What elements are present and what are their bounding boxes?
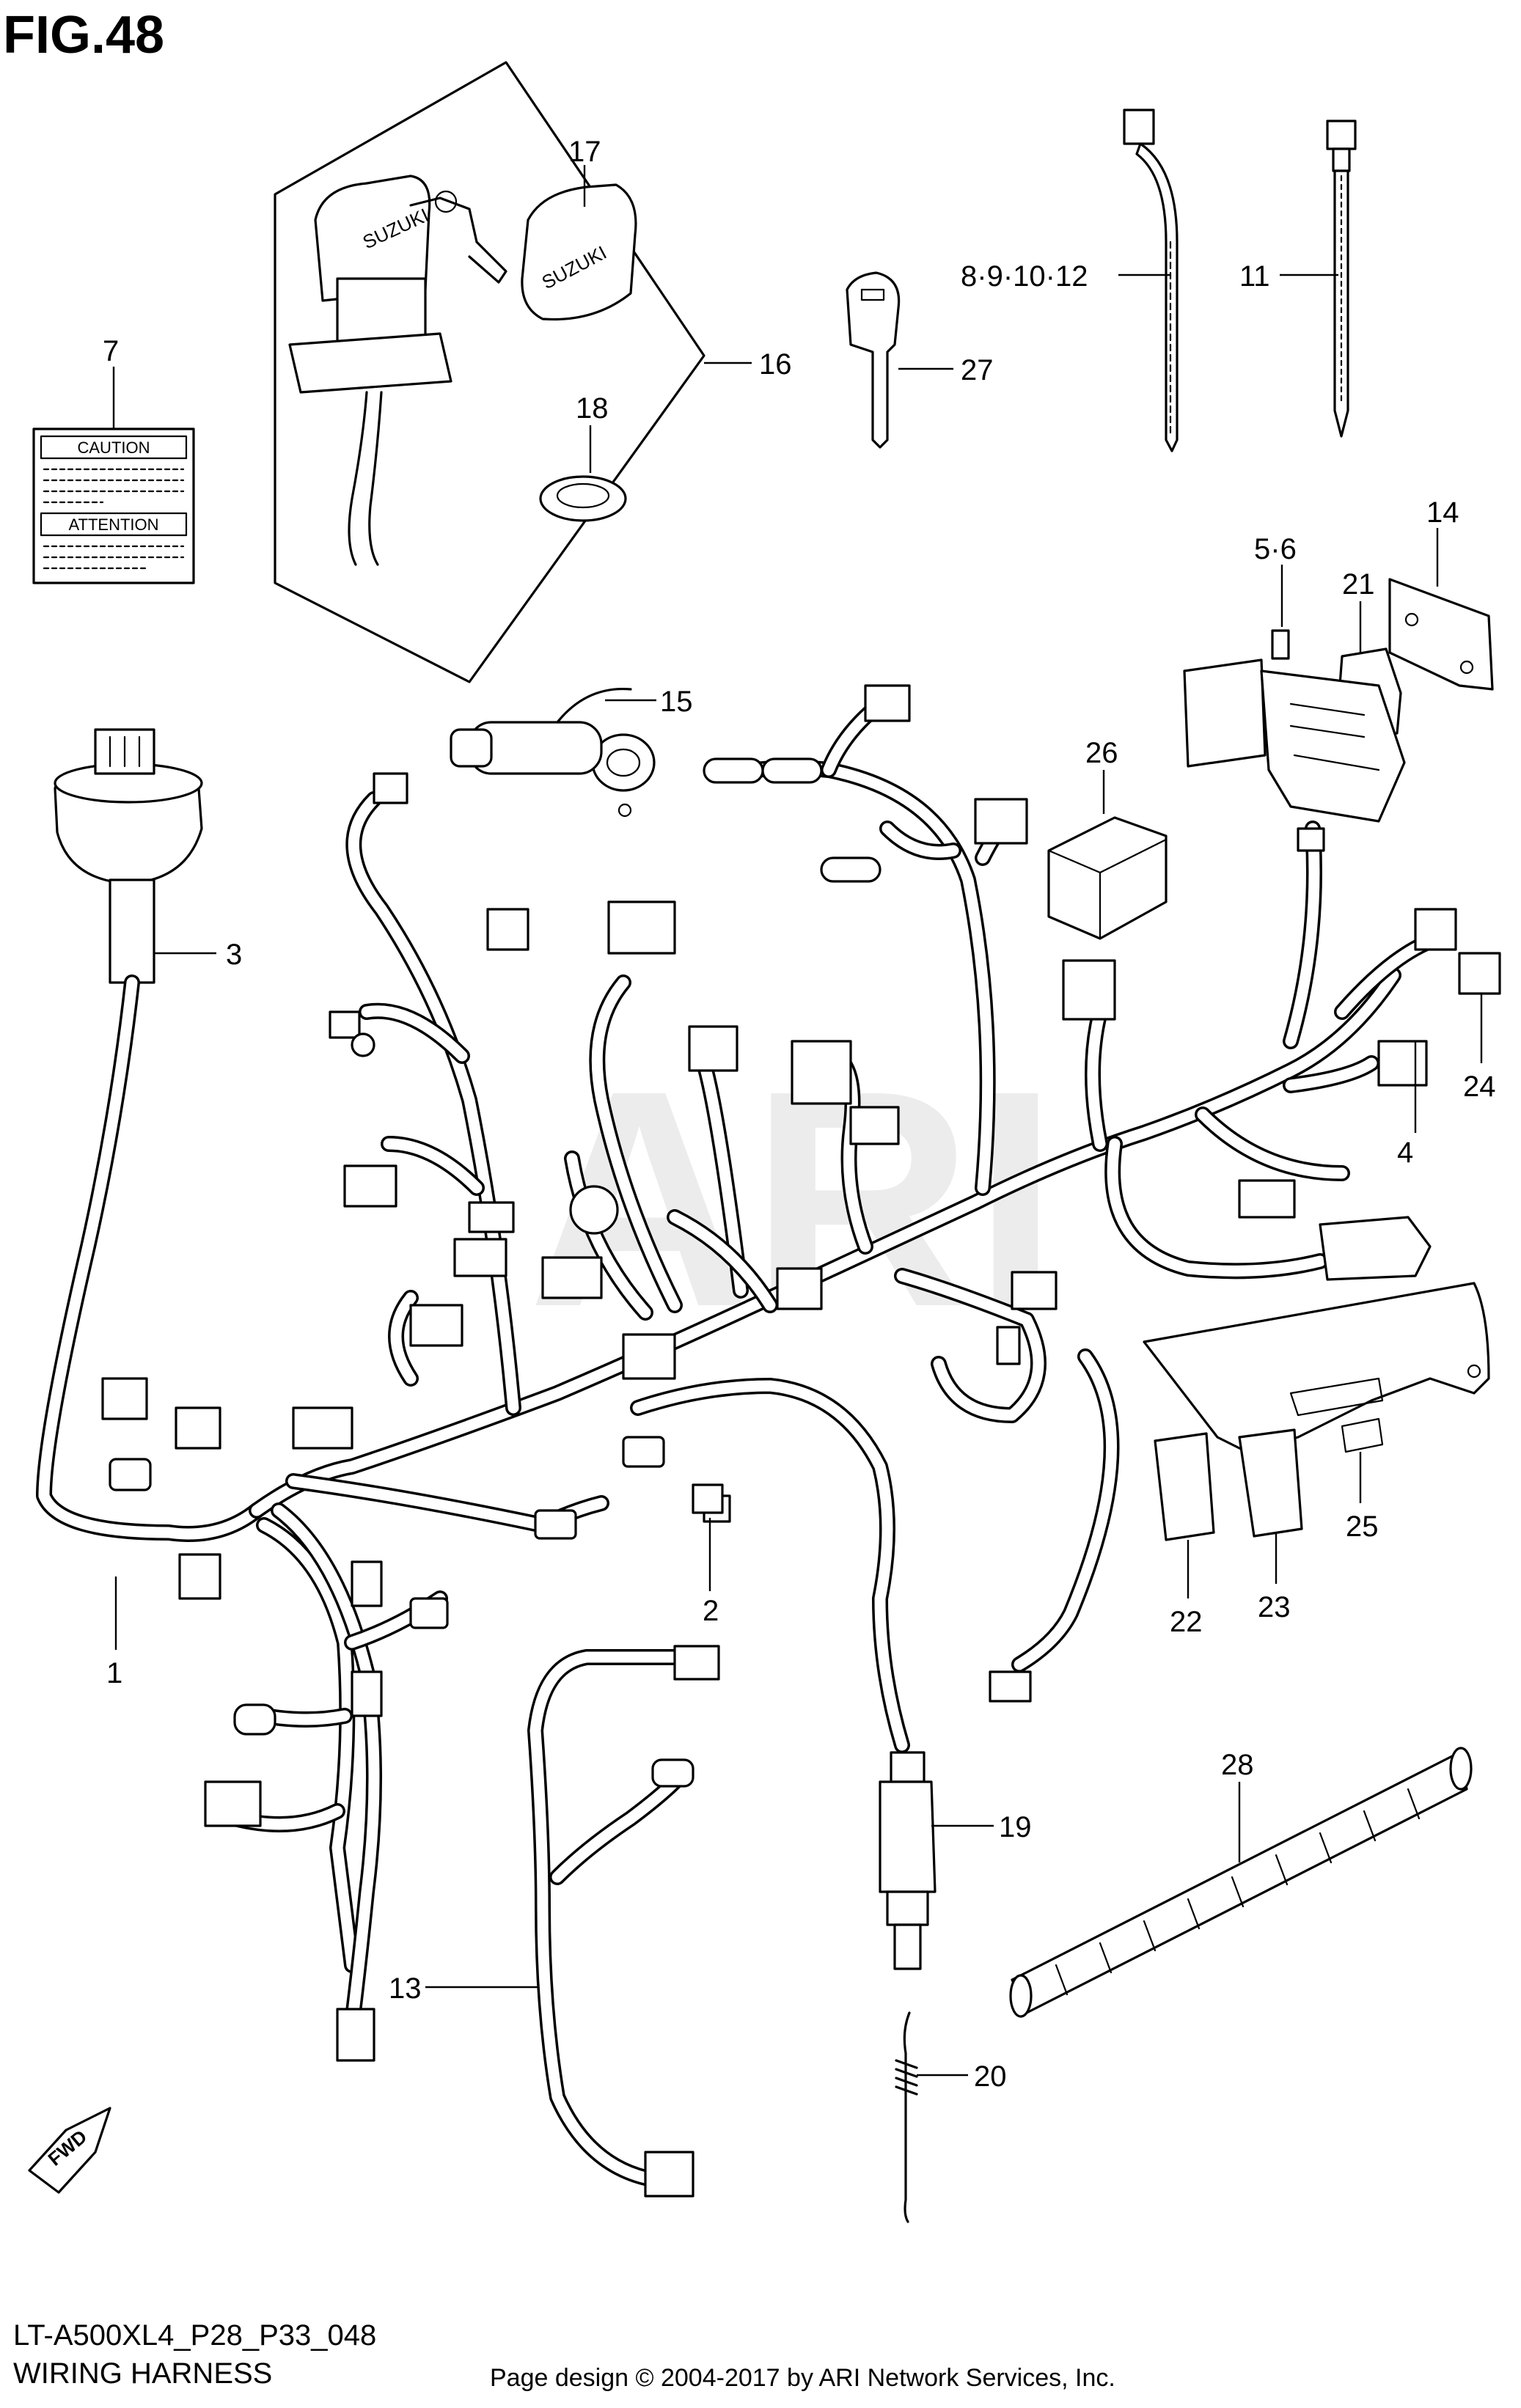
cable-clamp-part [1123, 109, 1179, 452]
callout-5-6: 5·6 [1254, 533, 1297, 565]
harness-connectors [101, 684, 1501, 2062]
copyright-notice: Page design © 2004-2017 by ARI Network S… [490, 2364, 1115, 2392]
fuse-box-part [1183, 658, 1406, 823]
sub-harness-part [527, 1645, 720, 2198]
spring-clamp-part [895, 2011, 918, 2223]
callout-13: 13 [389, 1972, 422, 2005]
callout-3: 3 [226, 939, 242, 971]
corrugated-tube-part [1009, 1747, 1473, 2018]
power-socket-part [450, 687, 656, 818]
diagram-subtitle: WIRING HARNESS [13, 2357, 272, 2390]
callout-1: 1 [106, 1657, 122, 1689]
attention-text: ATTENTION [68, 515, 158, 534]
callout-16: 16 [759, 348, 792, 381]
figure-title: FIG.48 [3, 6, 164, 65]
cable-tie-part [1326, 120, 1357, 438]
fuse-part [1271, 629, 1290, 660]
lock-nut-part [539, 475, 627, 522]
caution-label-part: CAUTION ATTENTION [32, 427, 195, 584]
callout-21: 21 [1342, 568, 1375, 601]
fuse-box-bracket-part [1388, 578, 1494, 691]
oxygen-sensor-part [879, 1751, 937, 1970]
callout-26: 26 [1085, 737, 1118, 769]
callout-27: 27 [961, 354, 994, 386]
callout-11: 11 [1239, 260, 1270, 293]
callout-7: 7 [103, 335, 119, 367]
ignition-key-cap-part: SUZUKI [521, 183, 637, 321]
callout-15: 15 [660, 686, 693, 718]
callout-19: 19 [999, 1811, 1032, 1843]
callout-25: 25 [1346, 1510, 1379, 1543]
callout-20: 20 [974, 2060, 1007, 2093]
cover-23-part [1238, 1428, 1303, 1538]
callout-24: 24 [1463, 1071, 1496, 1103]
relay-26-part [1047, 816, 1168, 940]
callout-18: 18 [576, 392, 609, 425]
connector-2-part [692, 1483, 724, 1514]
spare-key-part [846, 271, 901, 449]
callout-17: 17 [568, 136, 601, 168]
callout-22: 22 [1170, 1606, 1203, 1638]
callout-2: 2 [703, 1595, 719, 1627]
callout-4: 4 [1397, 1137, 1413, 1169]
ignition-switch-part: SUZUKI [288, 175, 507, 566]
model-code: LT-A500XL4_P28_P33_048 [13, 2319, 376, 2352]
callout-28: 28 [1221, 1749, 1254, 1781]
callout-8-9-10-12: 8·9·10·12 [961, 260, 1088, 293]
fwd-arrow-icon: FWD [28, 2107, 111, 2194]
callout-23: 23 [1258, 1591, 1291, 1623]
bracket-25-part [1143, 1282, 1490, 1453]
caution-text: CAUTION [78, 438, 150, 457]
cover-22-part [1154, 1432, 1215, 1541]
main-coupler-part [36, 728, 265, 1542]
callout-14: 14 [1426, 496, 1459, 529]
